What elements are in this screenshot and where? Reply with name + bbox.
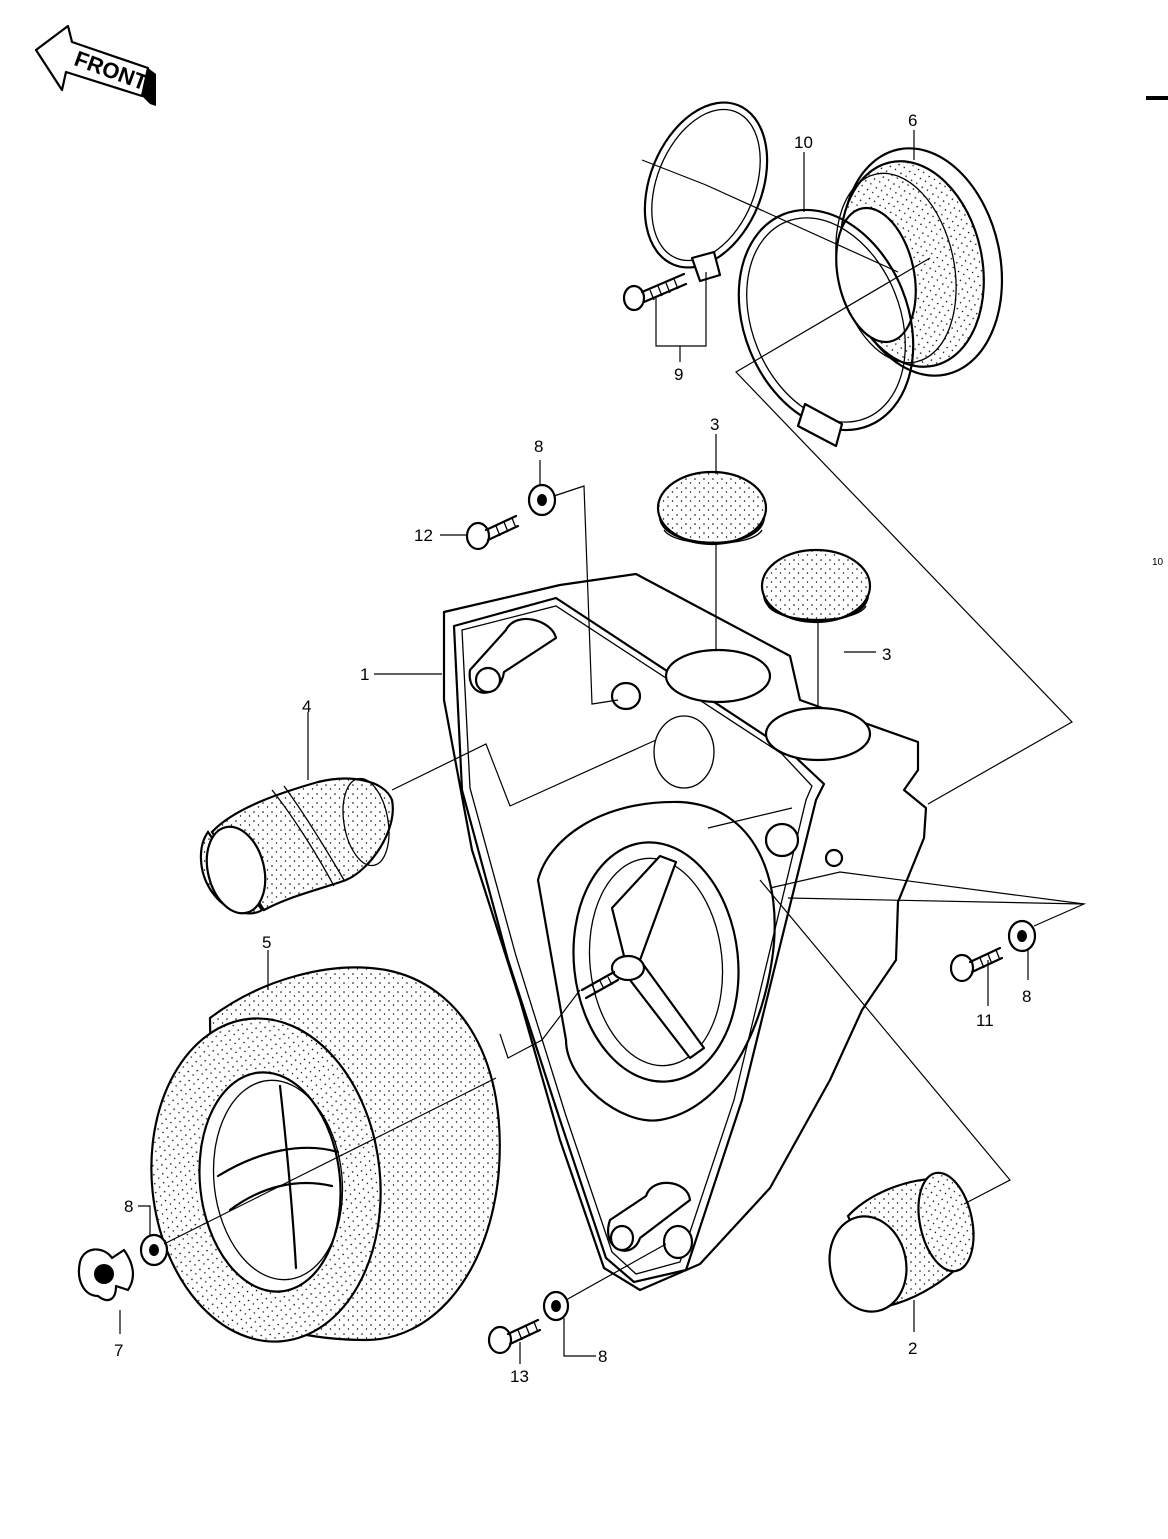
part-3-cap-top [656,470,768,546]
part-2-duct [828,1171,975,1313]
callout-3-right: 3 [882,645,891,664]
front-arrow-icon: FRONT [34,24,156,106]
part-12-screw-icon [465,514,520,551]
part-9-screw-icon [622,272,688,312]
callout-8-left: 8 [124,1197,133,1216]
part-7-wing-nut-icon [77,1248,134,1302]
callout-3-top: 3 [710,415,719,434]
callout-12: 12 [414,526,433,545]
part-5-foam-element [150,966,501,1343]
callout-2: 2 [908,1339,917,1358]
callout-10: 10 [794,133,813,152]
callout-9: 9 [674,365,683,384]
margin-reference: 10 [1152,557,1164,568]
callout-7: 7 [114,1341,123,1360]
margin-mark-top [1146,96,1168,100]
part-4-duct [199,777,394,915]
callout-8-bottom: 8 [598,1347,607,1366]
callout-5: 5 [262,933,271,952]
part-13-screw-icon [487,1318,542,1355]
callout-13: 13 [510,1367,529,1386]
part-11-screw-icon [949,946,1004,983]
callout-8-top: 8 [534,437,543,456]
callout-8-right: 8 [1022,987,1031,1006]
leader-lines [119,130,1087,1364]
callout-4: 4 [302,697,311,716]
front-arrow-label: FRONT [71,46,151,96]
part-8-washer-bottom [542,1290,570,1322]
callout-6: 6 [908,111,917,130]
part-8-washer-right [1007,919,1037,953]
part-8-washer-left [139,1233,169,1267]
part-1-housing [442,572,928,1292]
part-3-cap-right [760,548,872,624]
part-8-washer-top [527,483,557,517]
part-6-element [835,147,1004,377]
callout-11: 11 [976,1011,994,1030]
callout-1: 1 [360,665,369,684]
